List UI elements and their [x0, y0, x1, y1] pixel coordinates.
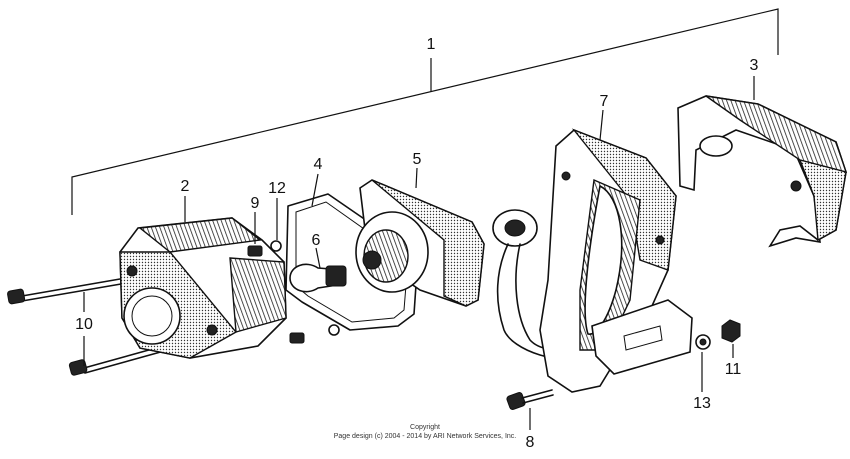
part-screw-short	[506, 389, 554, 410]
copyright-line-2: Page design (c) 2004 - 2014 by ARI Netwo…	[334, 433, 517, 440]
callout-13: 13	[693, 395, 711, 412]
part-bulb	[289, 263, 347, 293]
callout-11: 11	[725, 361, 742, 378]
assembly-bracket	[71, 8, 779, 215]
copyright-notice: Copyright Page design (c) 2004 - 2014 by…	[334, 424, 517, 440]
part-screws-long	[7, 278, 194, 376]
callout-2: 2	[181, 178, 190, 195]
part-housing	[539, 128, 693, 393]
callout-3: 3	[750, 57, 759, 74]
callout-1: 1	[427, 36, 436, 53]
part-cover	[677, 95, 848, 248]
leader-lines	[83, 76, 755, 430]
callout-numbers: 1 2 3 4 5 6 7 8 9 10 11 12 13	[75, 36, 758, 451]
callout-9: 9	[251, 195, 260, 212]
part-small-screw	[247, 240, 340, 344]
part-lamp-lens	[119, 217, 287, 359]
callout-8: 8	[526, 434, 535, 451]
callout-4: 4	[314, 156, 323, 173]
callout-7: 7	[600, 93, 609, 110]
callout-12: 12	[268, 180, 286, 197]
callout-5: 5	[413, 151, 422, 168]
callout-10: 10	[75, 316, 93, 333]
part-base-plate	[355, 179, 485, 307]
callout-6: 6	[312, 232, 321, 249]
part-nut-washer	[695, 319, 741, 350]
copyright-line-1: Copyright	[410, 424, 440, 431]
